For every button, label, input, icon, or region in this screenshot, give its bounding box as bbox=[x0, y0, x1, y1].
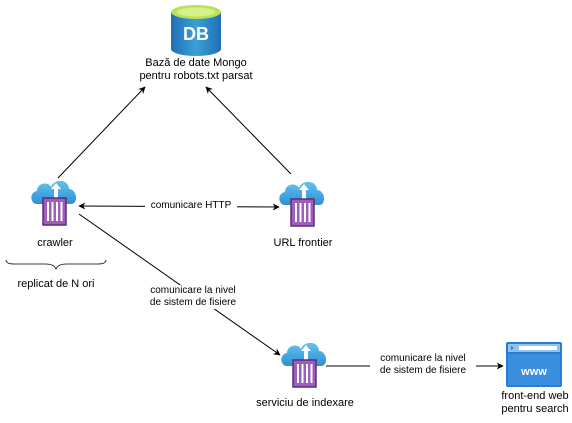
frontend-label: front-end web pentru search bbox=[490, 390, 572, 416]
database-label: Bază de date Mongo pentru robots.txt par… bbox=[118, 57, 274, 83]
edge-label-crawler-indexer-line2: de sistem de fisiere bbox=[149, 297, 237, 308]
web-frontend-icon: www bbox=[506, 342, 562, 387]
indexer-icon bbox=[281, 342, 327, 388]
database-label-line1: Bază de date Mongo bbox=[145, 57, 247, 69]
edge-label-http: comunicare HTTP bbox=[145, 200, 237, 212]
edge-label-indexer-frontend-line2: de sistem de fisiere bbox=[379, 365, 467, 376]
crawler-icon bbox=[31, 180, 77, 226]
database-icon: DB bbox=[171, 5, 221, 56]
edge-label-indexer-frontend: comunicare la nivel de sistem de fisiere bbox=[370, 353, 476, 377]
crawler-label: crawler bbox=[37, 237, 73, 249]
frontend-label-line2: pentru search bbox=[501, 403, 569, 415]
edge-frontier-database bbox=[205, 86, 292, 175]
database-label-line2: pentru robots.txt parsat bbox=[139, 70, 253, 82]
replicated-brace bbox=[5, 259, 107, 271]
url-frontier-label: URL frontier bbox=[273, 237, 333, 249]
edge-crawler-database bbox=[57, 86, 146, 179]
edge-label-crawler-indexer: comunicare la nivel de sistem de fisiere bbox=[140, 285, 246, 309]
web-frontend-icon-text: www bbox=[520, 366, 547, 378]
edge-label-crawler-indexer-line1: comunicare la nivel bbox=[150, 285, 236, 296]
edge-label-indexer-frontend-line1: comunicare la nivel bbox=[380, 353, 466, 364]
edge-crawler-indexer bbox=[78, 213, 281, 356]
database-icon-text: DB bbox=[183, 24, 209, 44]
url-frontier-icon bbox=[279, 181, 325, 227]
frontend-label-line1: front-end web bbox=[501, 390, 569, 402]
indexer-label: serviciu de indexare bbox=[256, 397, 354, 409]
replicated-annotation: replicat de N ori bbox=[17, 278, 95, 290]
